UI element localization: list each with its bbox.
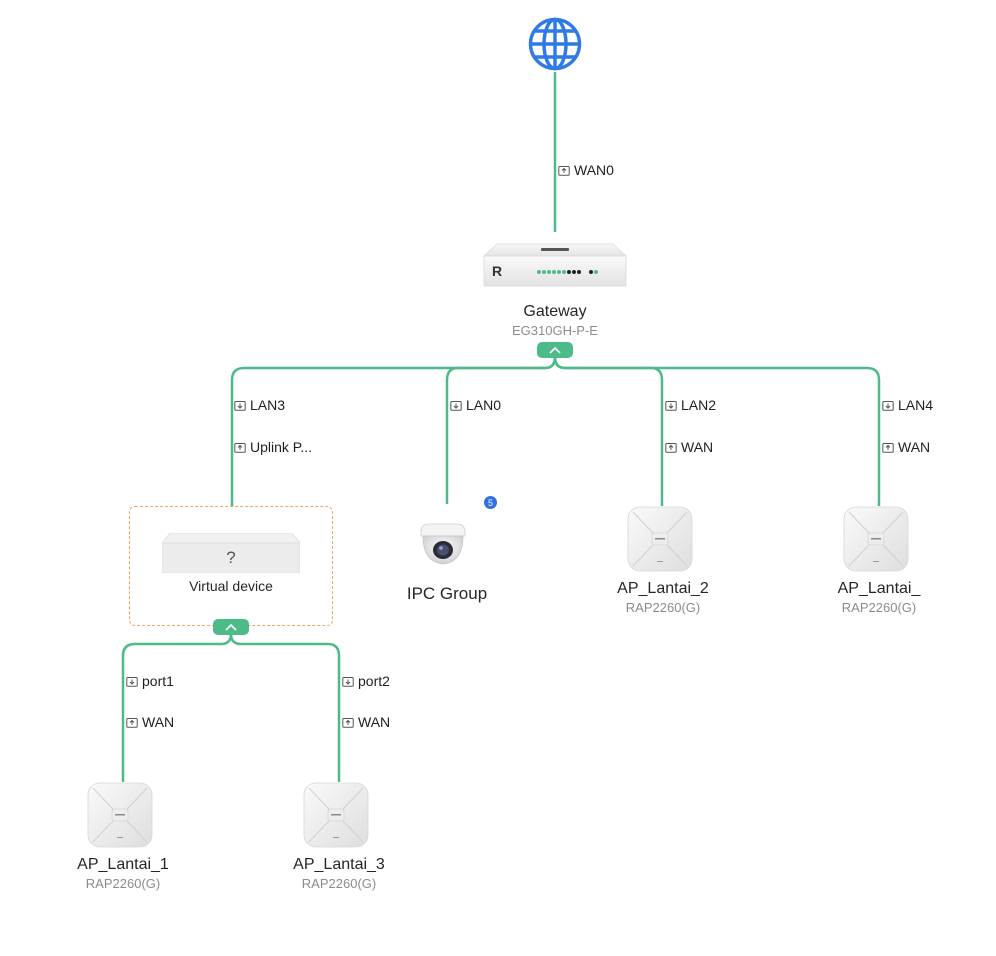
port-label-ap1-wan: WAN xyxy=(126,714,174,730)
link-gateway-ap2 xyxy=(553,356,664,506)
ap4-model: RAP2260(G) xyxy=(841,600,917,615)
port-uplink-icon xyxy=(342,718,354,728)
gateway-collapse-button[interactable] xyxy=(537,342,573,358)
port-downlink-icon xyxy=(665,401,677,411)
virtual-device-label: Virtual device xyxy=(189,578,273,594)
globe-icon[interactable] xyxy=(527,16,583,72)
port-downlink-icon xyxy=(342,677,354,687)
virtual-device-icon xyxy=(161,532,301,574)
port-uplink-icon xyxy=(234,443,246,453)
link-gateway-virtual xyxy=(230,356,557,506)
link-virtual-ap1 xyxy=(121,633,233,782)
gateway-name: Gateway xyxy=(523,303,587,320)
port-label-port2: port2 xyxy=(342,673,390,689)
port-label-ap4-wan: WAN xyxy=(882,439,930,455)
port-downlink-icon xyxy=(126,677,138,687)
ap2-model: RAP2260(G) xyxy=(625,600,701,615)
port-label-lan2: LAN2 xyxy=(665,397,716,413)
port-label-ap3-wan: WAN xyxy=(342,714,390,730)
gateway-logo: R xyxy=(492,263,503,279)
port-label-port1: port1 xyxy=(126,673,174,689)
ap1-model: RAP2260(G) xyxy=(85,876,161,891)
port-uplink-icon xyxy=(558,166,570,176)
ap3-name: AP_Lantai_3 xyxy=(293,856,385,873)
ap1-device[interactable] xyxy=(87,782,153,848)
virtual-collapse-button[interactable] xyxy=(213,619,249,635)
port-label-lan0: LAN0 xyxy=(450,397,501,413)
ap3-model: RAP2260(G) xyxy=(301,876,377,891)
ipc-camera-icon[interactable] xyxy=(417,522,469,568)
port-label-wan0: WAN0 xyxy=(558,162,614,178)
gateway-device[interactable]: R xyxy=(482,242,628,288)
chevron-up-icon xyxy=(225,623,237,631)
port-label-ap2-wan: WAN xyxy=(665,439,713,455)
ap2-device[interactable] xyxy=(627,506,693,572)
port-uplink-icon xyxy=(882,443,894,453)
ap2-name: AP_Lantai_2 xyxy=(617,580,709,597)
chevron-up-icon xyxy=(549,346,561,354)
port-label-lan4: LAN4 xyxy=(882,397,933,413)
link-virtual-ap3 xyxy=(229,633,341,782)
port-label-uplink: Uplink P... xyxy=(234,439,312,455)
port-downlink-icon xyxy=(882,401,894,411)
link-gateway-ipc xyxy=(445,356,557,504)
port-uplink-icon xyxy=(665,443,677,453)
ipc-group-name: IPC Group xyxy=(406,584,488,603)
ap1-name: AP_Lantai_1 xyxy=(77,856,169,873)
ap4-device[interactable] xyxy=(843,506,909,572)
port-downlink-icon xyxy=(234,401,246,411)
ipc-count-badge: 5 xyxy=(484,496,497,509)
ap3-device[interactable] xyxy=(303,782,369,848)
ap4-name: AP_Lantai_ xyxy=(837,580,921,597)
port-label-lan3: LAN3 xyxy=(234,397,285,413)
virtual-device-symbol: ? xyxy=(226,548,236,567)
gateway-model: EG310GH-P-E xyxy=(512,323,598,338)
port-downlink-icon xyxy=(450,401,462,411)
link-gateway-ap4 xyxy=(553,356,881,506)
port-uplink-icon xyxy=(126,718,138,728)
